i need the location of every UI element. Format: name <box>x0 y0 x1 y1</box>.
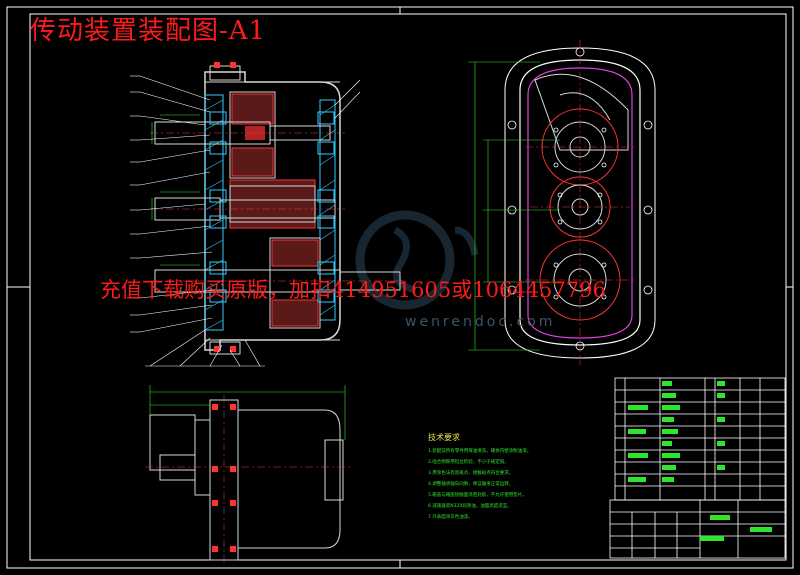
watermark-url: wenrendoc.com <box>405 314 556 330</box>
drawing-title: 传动装置装配图-A1 <box>30 16 267 46</box>
front-section-view <box>130 62 405 367</box>
technical-requirements-list: 1.装配前所有零件用煤油清洗，箱体内壁涂耐油漆。 2.啮合侧隙用铅丝检验，不小于… <box>428 446 618 523</box>
requirement-item: 4.调整轴承轴向间隙，保证轴承正常运转。 <box>428 482 514 487</box>
technical-requirements-heading: 技术要求 <box>428 433 460 442</box>
requirement-item: 3.用涂色法检验斑点，接触斑点符合要求。 <box>428 471 514 476</box>
side-view <box>468 40 656 365</box>
watermark-logo <box>355 210 479 310</box>
title-block-cells <box>628 381 772 541</box>
frame-ticks <box>7 7 793 568</box>
requirement-item: 5.箱盖与箱座接触面涂密封胶，不允许使用垫片。 <box>428 493 527 498</box>
title-block <box>609 377 786 559</box>
requirement-item: 6.减速器装N320润滑油，油面高度适宜。 <box>428 504 512 509</box>
overlay-advert-text: 充值下载购买原版，加扣414951605或1064457796 <box>100 278 606 302</box>
requirement-item: 2.啮合侧隙用铅丝检验，不小于规定值。 <box>428 460 509 465</box>
requirement-item: 1.装配前所有零件用煤油清洗，箱体内壁涂耐油漆。 <box>428 449 532 454</box>
top-view <box>145 385 350 565</box>
requirement-item: 7.外表面涂灰色油漆。 <box>428 515 473 520</box>
